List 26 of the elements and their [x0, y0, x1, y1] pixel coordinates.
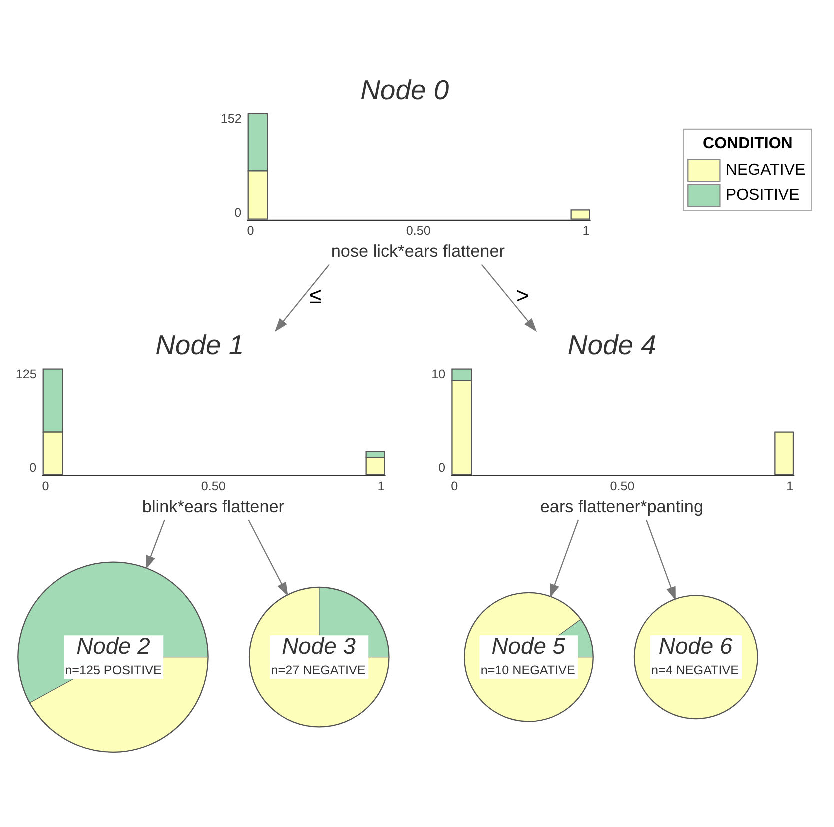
- node-label: blink*ears flattener: [142, 496, 285, 516]
- node-label: 0.50: [406, 224, 431, 238]
- node-label: 0: [30, 460, 37, 475]
- edge-label: ≤: [310, 282, 322, 308]
- legend-label: POSITIVE: [726, 186, 800, 204]
- node-label: 0.50: [201, 479, 226, 493]
- node-label: Node 1: [156, 329, 244, 360]
- node-label: 0: [42, 479, 50, 493]
- node-label: 152: [220, 111, 242, 126]
- node-label: 0: [234, 205, 242, 220]
- node-label: 1: [378, 479, 385, 493]
- node-label: 10: [432, 366, 446, 381]
- node-label: 0.50: [610, 479, 635, 493]
- legend-label: NEGATIVE: [726, 160, 806, 178]
- node-label: ears flattener*panting: [540, 496, 704, 516]
- node-label: 125: [16, 366, 37, 381]
- node-label: 1: [786, 479, 794, 493]
- node-label: Node 4: [568, 329, 656, 360]
- node-label: 0: [247, 224, 254, 238]
- node-label: nose lick*ears flattener: [331, 240, 505, 261]
- node-label: 0: [438, 460, 446, 475]
- edge-label: >: [516, 282, 530, 308]
- node-label: Node 0: [360, 74, 450, 105]
- node-label: 1: [582, 224, 590, 238]
- node-label: 0: [451, 479, 458, 493]
- label: CONDITION: [703, 134, 793, 152]
